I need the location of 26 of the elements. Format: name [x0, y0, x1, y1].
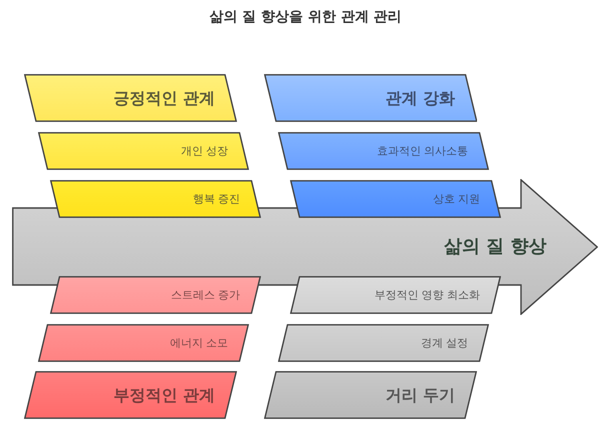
factor-label: 상호 지원	[432, 192, 480, 206]
factor-label: 행복 증진	[192, 192, 240, 206]
category-label: 긍정적인 관계	[113, 88, 215, 108]
factor-banner	[38, 132, 249, 170]
factor-label: 개인 성장	[180, 144, 228, 158]
factor-label: 경계 설정	[420, 336, 468, 350]
factor-label: 부정적인 영향 최소화	[374, 288, 480, 302]
factor-banner	[38, 324, 249, 362]
category-banner	[24, 371, 237, 419]
diagram-title: 삶의 질 향상을 위한 관계 관리	[209, 9, 402, 25]
factor-banner	[290, 276, 501, 314]
factor-banner	[278, 132, 489, 170]
factor-banner	[50, 180, 261, 218]
category-banner	[264, 74, 477, 122]
factor-label: 스트레스 증가	[170, 288, 240, 302]
factor-label: 효과적인 의사소통	[376, 144, 468, 158]
factor-banner	[290, 180, 501, 218]
arrow-label: 삶의 질 향상	[444, 236, 546, 258]
category-label: 부정적인 관계	[113, 385, 215, 405]
category-label: 거리 두기	[385, 385, 455, 405]
factor-banner	[50, 276, 261, 314]
factor-banner	[278, 324, 489, 362]
category-label: 관계 강화	[385, 88, 455, 108]
factor-label: 에너지 소모	[170, 336, 228, 350]
category-banner	[264, 371, 477, 419]
category-banner	[24, 74, 237, 122]
